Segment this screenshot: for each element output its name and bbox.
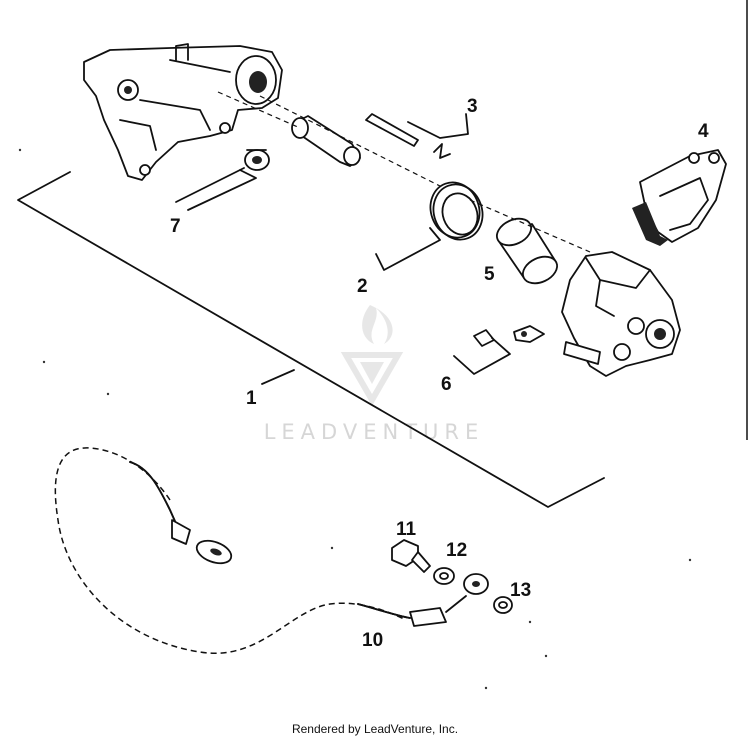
bleeder-screws — [473, 325, 545, 347]
assembly-bracket-1 — [17, 171, 605, 508]
callout-12: 12 — [446, 540, 467, 561]
callout-4: 4 — [698, 121, 709, 142]
callout-1: 1 — [246, 388, 257, 409]
watermark-text: LEADVENTURE — [264, 420, 485, 444]
callout-2: 2 — [357, 276, 368, 297]
brake-hose — [54, 447, 489, 655]
piston — [496, 217, 558, 285]
caliper-body — [561, 251, 681, 377]
callout-5: 5 — [484, 264, 495, 285]
specks — [18, 148, 692, 690]
caliper-bracket — [83, 43, 283, 181]
callout-11: 11 — [396, 519, 417, 540]
callout-7: 7 — [170, 216, 181, 237]
brake-pads — [632, 149, 727, 246]
leader-lines — [175, 91, 591, 385]
slide-pin — [291, 115, 361, 167]
callout-labels: 1 2 3 4 5 6 7 10 11 12 13 — [170, 96, 709, 651]
washer-13 — [493, 596, 513, 614]
piston-seal — [429, 181, 484, 241]
pad-pin — [365, 113, 451, 159]
washer-12 — [433, 567, 455, 585]
callout-10: 10 — [362, 630, 383, 651]
callout-3: 3 — [467, 96, 478, 117]
footer-credit: Rendered by LeadVenture, Inc. — [291, 722, 459, 736]
callout-6: 6 — [441, 374, 452, 395]
pin-boot — [244, 149, 270, 171]
callout-13: 13 — [510, 580, 531, 601]
banjo-bolt — [391, 539, 431, 573]
watermark-logo — [340, 305, 404, 406]
